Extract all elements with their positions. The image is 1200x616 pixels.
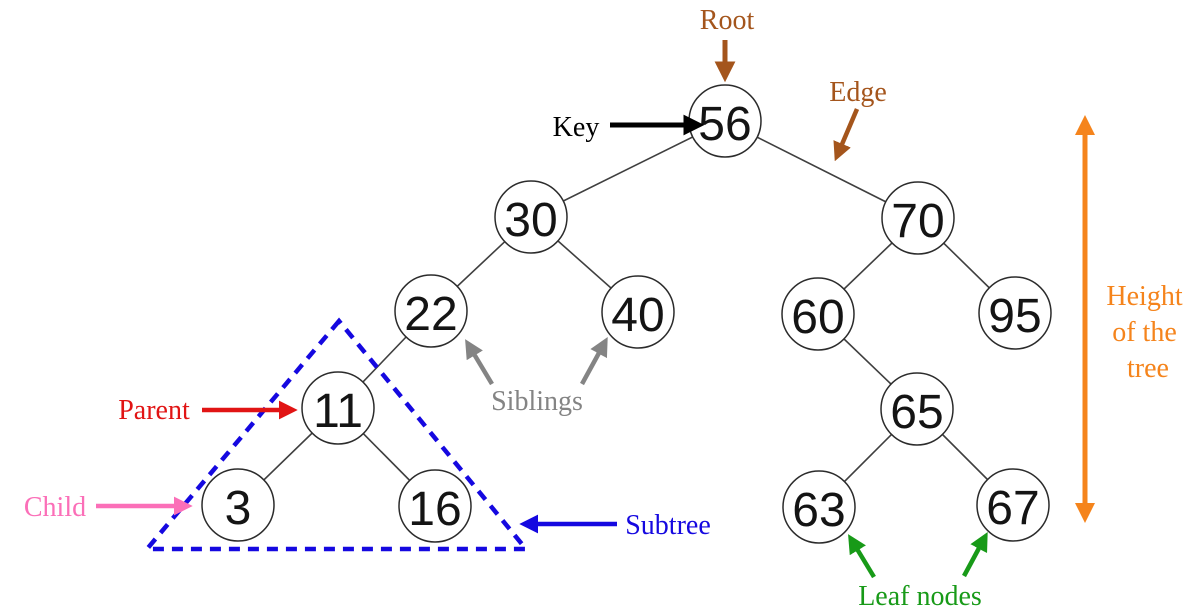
root-label: Root	[700, 5, 755, 36]
node-circle	[201, 468, 275, 542]
height-label-line-3: tree	[1127, 353, 1169, 384]
edge-label: Edge	[829, 77, 887, 108]
height-label-line-2: of the	[1112, 317, 1177, 348]
node-value: 3	[225, 482, 252, 535]
node-circle	[976, 468, 1050, 542]
sibling-arrow-right	[580, 337, 608, 386]
tree-node-40: 40	[601, 275, 675, 349]
node-value: 40	[611, 289, 664, 342]
subtree-triangle	[142, 317, 531, 552]
annotation-arrows	[96, 40, 1095, 579]
subtree-label: Subtree	[625, 510, 711, 541]
tree-node-63: 63	[782, 470, 856, 544]
tree-node-65: 65	[880, 372, 954, 446]
tree-node-95: 95	[978, 276, 1052, 350]
node-circle	[398, 469, 472, 543]
node-value: 60	[791, 291, 844, 344]
node-value: 67	[986, 482, 1039, 535]
node-circle	[394, 274, 468, 348]
node-value: 56	[698, 98, 751, 151]
node-value: 22	[404, 288, 457, 341]
tree-node-60: 60	[781, 277, 855, 351]
sibling-arrow-left	[465, 339, 494, 386]
tree-node-22: 22	[394, 274, 468, 348]
leaf-arrow-right	[962, 532, 988, 578]
tree-node-16: 16	[398, 469, 472, 543]
tree-node-3: 3	[201, 468, 275, 542]
siblings-label: Siblings	[491, 386, 583, 417]
node-circle	[881, 181, 955, 255]
parent-label: Parent	[118, 395, 190, 426]
node-value: 30	[504, 194, 557, 247]
tree-nodes: 56 30 70 22 40 60 95 11	[201, 84, 1052, 544]
height-label: Height of the tree	[1106, 281, 1189, 384]
node-value: 65	[890, 386, 943, 439]
key-label: Key	[553, 112, 600, 143]
node-circle	[601, 275, 675, 349]
tree-node-70: 70	[881, 181, 955, 255]
node-circle	[301, 371, 375, 445]
node-circle	[880, 372, 954, 446]
leaf-nodes-label: Leaf nodes	[858, 581, 982, 612]
tree-node-11: 11	[301, 371, 375, 445]
tree-node-30: 30	[494, 180, 568, 254]
edge-arrow	[833, 108, 860, 162]
annotation-labels: Root Key Edge Siblings Parent Child Subt…	[24, 5, 1189, 612]
child-label: Child	[24, 492, 86, 523]
tree-node-56: 56	[688, 84, 762, 158]
node-value: 95	[988, 290, 1041, 343]
node-circle	[978, 276, 1052, 350]
node-value: 63	[792, 484, 845, 537]
node-circle	[781, 277, 855, 351]
node-value: 70	[891, 195, 944, 248]
tree-node-67: 67	[976, 468, 1050, 542]
node-circle	[494, 180, 568, 254]
height-label-line-1: Height	[1106, 281, 1182, 312]
node-circle	[782, 470, 856, 544]
node-value: 16	[408, 483, 461, 536]
node-value: 11	[313, 385, 363, 438]
leaf-arrow-left	[848, 534, 876, 579]
